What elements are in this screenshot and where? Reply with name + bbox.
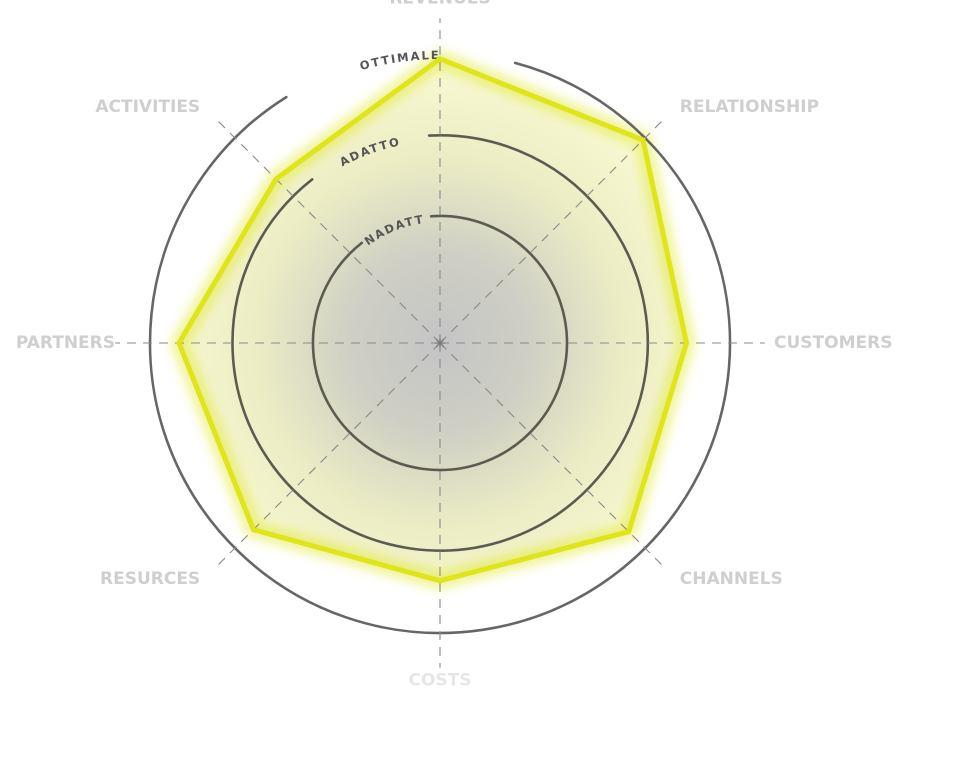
series-layer	[171, 50, 694, 589]
labels-layer: REVENUES RELATIONSHIP CUSTOMERS CHANNELS COS…	[16, 0, 893, 691]
axis-label-customers: CUSTOMERS	[774, 333, 892, 353]
axis-label-relationship: RELATIONSHIP	[680, 97, 819, 117]
spoke-relationship	[439, 121, 662, 344]
axis-label-revenues: REVENUES	[389, 0, 490, 9]
axis-label-resurces: RESURCES	[100, 569, 200, 589]
axis-label-costs: COSTS	[408, 671, 471, 691]
center-mark	[435, 338, 445, 348]
axis-label-activities: ACTIVITIES	[95, 97, 200, 117]
ring-adatto	[231, 134, 650, 552]
ring-inadatto	[311, 214, 569, 472]
axes-layer	[115, 18, 765, 668]
axis-label-channels: CHANNELS	[680, 569, 783, 589]
outline-layer	[176, 55, 690, 584]
spoke-channels	[439, 342, 662, 565]
series-area	[179, 58, 687, 581]
spoke-activities	[218, 121, 441, 344]
ring-ottimale	[148, 61, 732, 635]
axis-label-partners: PARTNERS	[16, 333, 115, 353]
